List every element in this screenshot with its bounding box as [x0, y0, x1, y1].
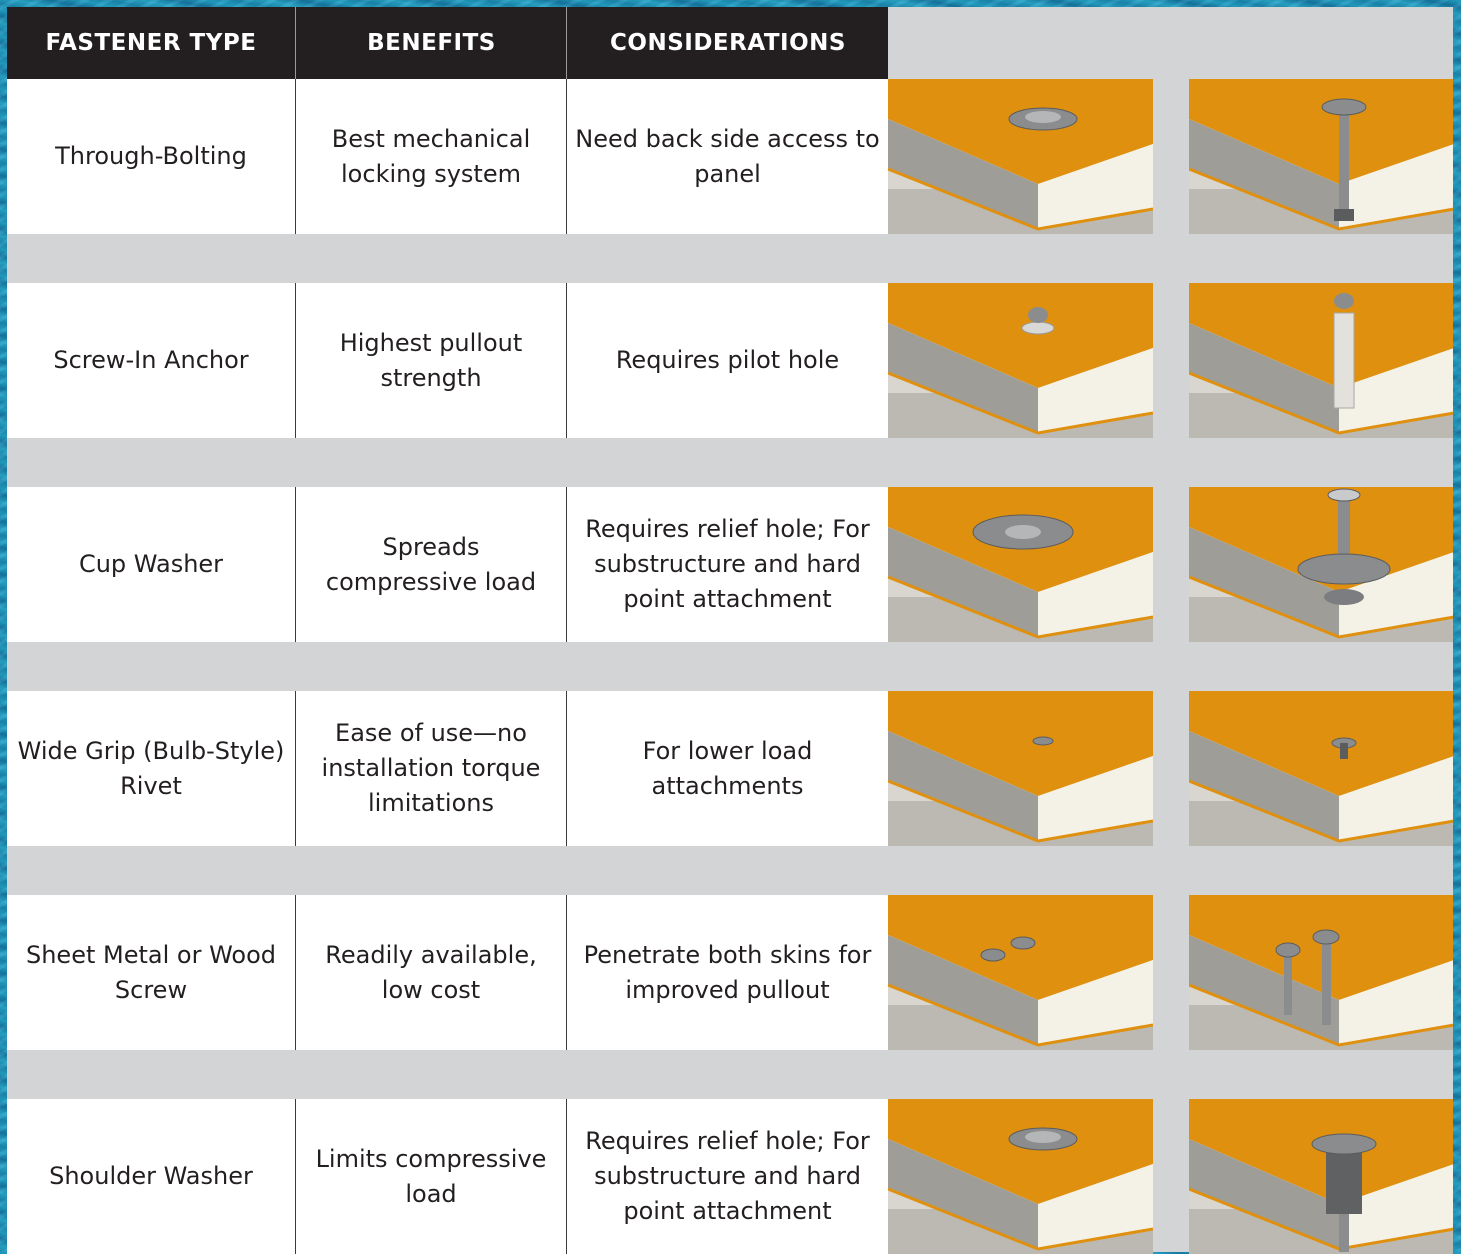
cup-washer-exploded-icon: [1189, 487, 1453, 642]
rivet-head-icon: [888, 691, 1153, 846]
rivet-cutaway-icon: [1189, 691, 1453, 846]
table-row: Wide Grip (Bulb-Style) Rivet Ease of use…: [7, 691, 1453, 846]
table-row: Cup Washer Spreads compressive load Requ…: [7, 487, 1453, 642]
cup-washer-head-icon: [888, 487, 1153, 642]
cell-benefits: Highest pullout strength: [295, 283, 566, 438]
shoulder-washer-head-icon: [888, 1099, 1153, 1254]
cell-fastener-type: Screw-In Anchor: [7, 283, 295, 438]
table-row: Through-Bolting Best mechanical locking …: [7, 79, 1453, 234]
cell-considerations: Requires relief hole; For substructure a…: [566, 487, 888, 642]
header-benefits: BENEFITS: [295, 7, 567, 79]
table-row: Screw-In Anchor Highest pullout strength…: [7, 283, 1453, 438]
fastener-comparison-table: FASTENER TYPE BENEFITS CONSIDERATIONS Th…: [7, 7, 1453, 1254]
header-considerations: CONSIDERATIONS: [566, 7, 889, 79]
cell-benefits: Best mechanical locking system: [295, 79, 566, 234]
shoulder-washer-cutaway-icon: [1189, 1099, 1453, 1254]
cell-fastener-type: Wide Grip (Bulb-Style) Rivet: [7, 691, 295, 846]
header-fastener-type: FASTENER TYPE: [45, 30, 257, 56]
cell-benefits: Limits compressive load: [295, 1099, 566, 1254]
cell-fastener-type: Sheet Metal or Wood Screw: [7, 895, 295, 1050]
cell-fastener-type: Through-Bolting: [7, 79, 295, 234]
washer-screw-head-icon: [888, 79, 1153, 234]
cell-benefits: Spreads compressive load: [295, 487, 566, 642]
screw-in-anchor-cutaway-icon: [1189, 283, 1453, 438]
cell-benefits: Ease of use—no installation torque limit…: [295, 691, 566, 846]
cell-considerations: For lower load attachments: [566, 691, 888, 846]
cell-considerations: Need back side access to panel: [566, 79, 888, 234]
table-header: FASTENER TYPE BENEFITS CONSIDERATIONS: [7, 7, 888, 79]
table-row: Shoulder Washer Limits compressive load …: [7, 1099, 1453, 1254]
anchor-screw-head-icon: [888, 283, 1153, 438]
cell-benefits: Readily available, low cost: [295, 895, 566, 1050]
cell-fastener-type: Shoulder Washer: [7, 1099, 295, 1254]
cell-considerations: Penetrate both skins for improved pullou…: [566, 895, 888, 1050]
two-screws-cutaway-icon: [1189, 895, 1453, 1050]
table-row: Sheet Metal or Wood Screw Readily availa…: [7, 895, 1453, 1050]
two-screw-heads-icon: [888, 895, 1153, 1050]
through-bolt-cutaway-icon: [1189, 79, 1453, 234]
cell-considerations: Requires pilot hole: [566, 283, 888, 438]
cell-fastener-type: Cup Washer: [7, 487, 295, 642]
cell-considerations: Requires relief hole; For substructure a…: [566, 1099, 888, 1254]
